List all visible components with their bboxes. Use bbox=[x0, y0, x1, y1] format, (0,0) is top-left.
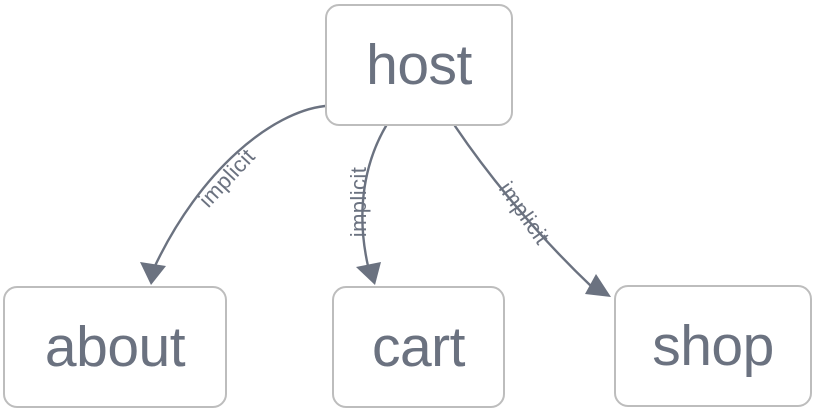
node-cart[interactable]: cart bbox=[332, 286, 505, 408]
node-about-label: about bbox=[44, 314, 186, 379]
edge-host-cart-path bbox=[361, 124, 388, 268]
node-shop-label: shop bbox=[652, 313, 774, 378]
edge-host-about[interactable]: implicit bbox=[140, 104, 327, 285]
edge-host-about-arrowhead bbox=[140, 262, 166, 285]
node-host-label: host bbox=[366, 32, 472, 97]
edge-host-about-label: implicit bbox=[194, 144, 260, 213]
edge-host-shop-path bbox=[453, 124, 594, 289]
edge-host-shop[interactable]: implicit bbox=[453, 124, 611, 297]
edge-host-shop-arrowhead bbox=[585, 274, 611, 297]
edge-host-cart-label: implicit bbox=[346, 167, 371, 237]
edge-host-cart-arrowhead bbox=[356, 262, 381, 285]
node-cart-label: cart bbox=[371, 314, 466, 379]
node-shop[interactable]: shop bbox=[614, 285, 812, 407]
edge-host-shop-label: implicit bbox=[494, 177, 555, 249]
edge-host-cart[interactable]: implicit bbox=[346, 124, 388, 285]
node-about[interactable]: about bbox=[3, 286, 227, 408]
node-host[interactable]: host bbox=[325, 4, 513, 126]
edge-host-about-path bbox=[152, 104, 327, 270]
